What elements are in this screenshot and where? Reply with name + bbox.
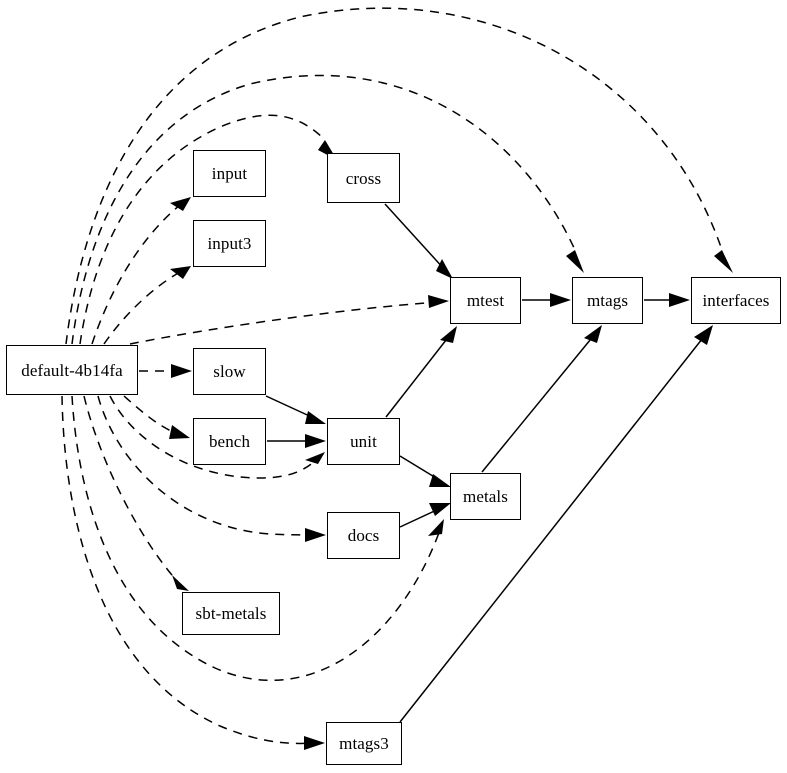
edge-default-to-bench (123, 395, 190, 439)
node-mtags3[interactable]: mtags3 (326, 722, 402, 765)
edge-default-to-docs (97, 395, 326, 542)
edge-mtags3-to-interfaces (399, 325, 713, 723)
node-label: metals (463, 487, 508, 506)
edge-slow-to-unit (265, 395, 326, 424)
arrowhead-icon (305, 411, 326, 424)
node-label: cross (345, 168, 382, 188)
node-docs[interactable]: docs (327, 512, 400, 559)
arrowhead-icon (714, 250, 733, 273)
edge-cross-to-mtest (384, 203, 453, 279)
arrowhead-icon (305, 528, 326, 542)
node-label: unit (350, 432, 377, 451)
edge-docs-to-metals (399, 503, 451, 528)
node-default-4b14fa[interactable]: default-4b14fa (6, 345, 138, 395)
node-label: mtest (466, 291, 505, 310)
edge-default-to-sbt-metals (83, 395, 189, 591)
node-label: sbt-metals (195, 604, 267, 623)
node-mtags[interactable]: mtags (572, 277, 643, 324)
arrowhead-icon (304, 736, 325, 750)
node-label: default-4b14fa (21, 360, 123, 380)
node-input[interactable]: input (193, 150, 266, 197)
edge-unit-to-mtest (385, 326, 457, 418)
node-label: input (211, 164, 248, 183)
node-cross[interactable]: cross (327, 153, 400, 203)
arrowhead-icon (436, 259, 453, 279)
arrowhead-icon (170, 197, 191, 211)
edge-default-to-unit (109, 395, 325, 479)
node-mtest[interactable]: mtest (450, 277, 521, 324)
node-label: slow (213, 362, 246, 381)
edge-metals-to-mtags (481, 325, 602, 473)
node-interfaces[interactable]: interfaces (691, 277, 781, 324)
arrowhead-icon (694, 325, 713, 345)
arrowhead-icon (305, 452, 325, 464)
edge-bench-to-unit (267, 434, 326, 448)
edge-mtest-to-mtags (522, 293, 571, 307)
arrowhead-icon (172, 575, 189, 591)
node-sbt-metals[interactable]: sbt-metals (182, 592, 280, 635)
arrowhead-icon (550, 293, 571, 307)
node-label: input3 (207, 234, 252, 253)
arrowhead-icon (440, 326, 457, 343)
edge-default-to-input3 (103, 266, 191, 345)
node-unit[interactable]: unit (327, 418, 400, 465)
arrowhead-icon (429, 474, 451, 487)
arrowhead-icon (305, 434, 326, 448)
node-slow[interactable]: slow (193, 348, 266, 395)
arrowhead-icon (669, 293, 690, 307)
edge-mtags-to-interfaces (644, 293, 690, 307)
edge-default-to-metals (71, 395, 444, 682)
node-label: interfaces (702, 291, 770, 310)
arrowhead-icon (428, 519, 444, 536)
edge-unit-to-metals (399, 455, 451, 487)
arrowhead-icon (566, 250, 584, 273)
edge-default-to-input (91, 197, 191, 345)
arrowhead-icon (428, 295, 449, 308)
node-metals[interactable]: metals (450, 473, 521, 520)
edge-default-to-mtags3 (61, 395, 325, 750)
edge-default-to-interfaces (65, 7, 733, 345)
node-label: docs (347, 526, 380, 545)
arrowhead-icon (170, 266, 191, 279)
node-label: mtags3 (339, 734, 389, 753)
node-bench[interactable]: bench (193, 418, 266, 465)
edge-default-to-mtest (129, 295, 449, 345)
edge-default-to-slow (139, 364, 192, 378)
node-label: mtags (586, 291, 629, 310)
node-input3[interactable]: input3 (193, 220, 266, 267)
arrowhead-icon (169, 425, 190, 439)
edge-default-to-mtags (71, 74, 584, 345)
arrowhead-icon (584, 325, 602, 343)
node-label: bench (208, 432, 251, 451)
arrowhead-icon (171, 364, 192, 378)
arrowhead-icon (429, 503, 451, 516)
